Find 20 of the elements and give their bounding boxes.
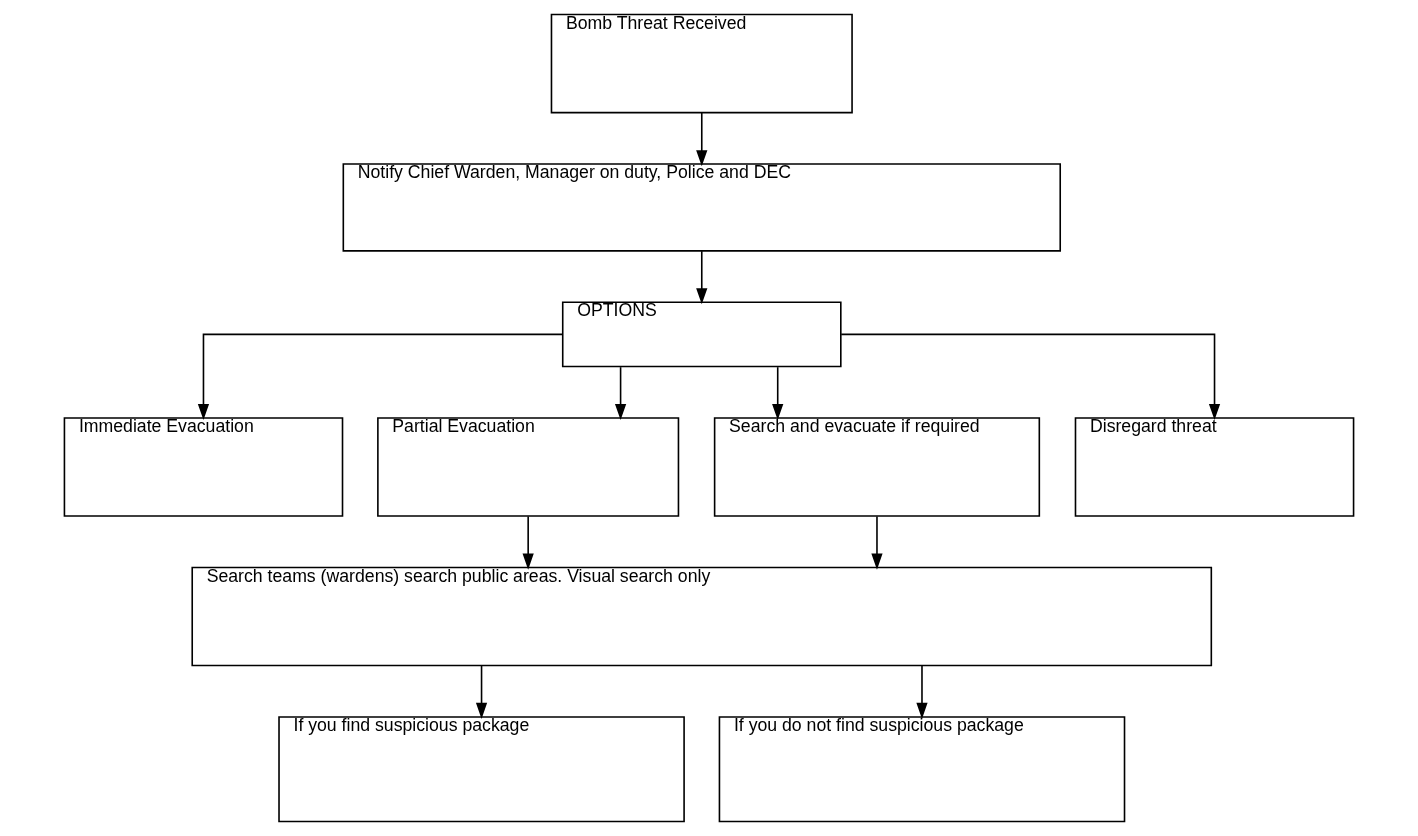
- node-box: Search teams (wardens) search public areas. Visual search only: [191, 566, 1213, 667]
- arrow: [772, 366, 784, 420]
- arrow: [916, 664, 928, 719]
- node-box: Disregard threat: [1074, 417, 1355, 517]
- arrow: [696, 111, 708, 167]
- arrow: [614, 366, 627, 420]
- node-box: Immediate Evacuation: [63, 417, 344, 517]
- node-box: Search and evacuate if required: [713, 417, 1041, 517]
- node-box: If you find suspicious package: [278, 716, 685, 823]
- node-box: OPTIONS: [561, 301, 842, 368]
- node-box: Partial Evacuation: [377, 417, 680, 517]
- arrow: [871, 515, 883, 570]
- node-box: Bomb Threat Received: [550, 13, 853, 114]
- arrow: [696, 250, 708, 305]
- arrow: [840, 333, 1221, 421]
- arrow: [197, 333, 564, 421]
- node-box: If you do not find suspicious package: [718, 716, 1126, 823]
- arrow: [475, 664, 488, 719]
- arrow: [522, 515, 534, 570]
- node-box: Notify Chief Warden, Manager on duty, Police and DEC: [342, 163, 1062, 252]
